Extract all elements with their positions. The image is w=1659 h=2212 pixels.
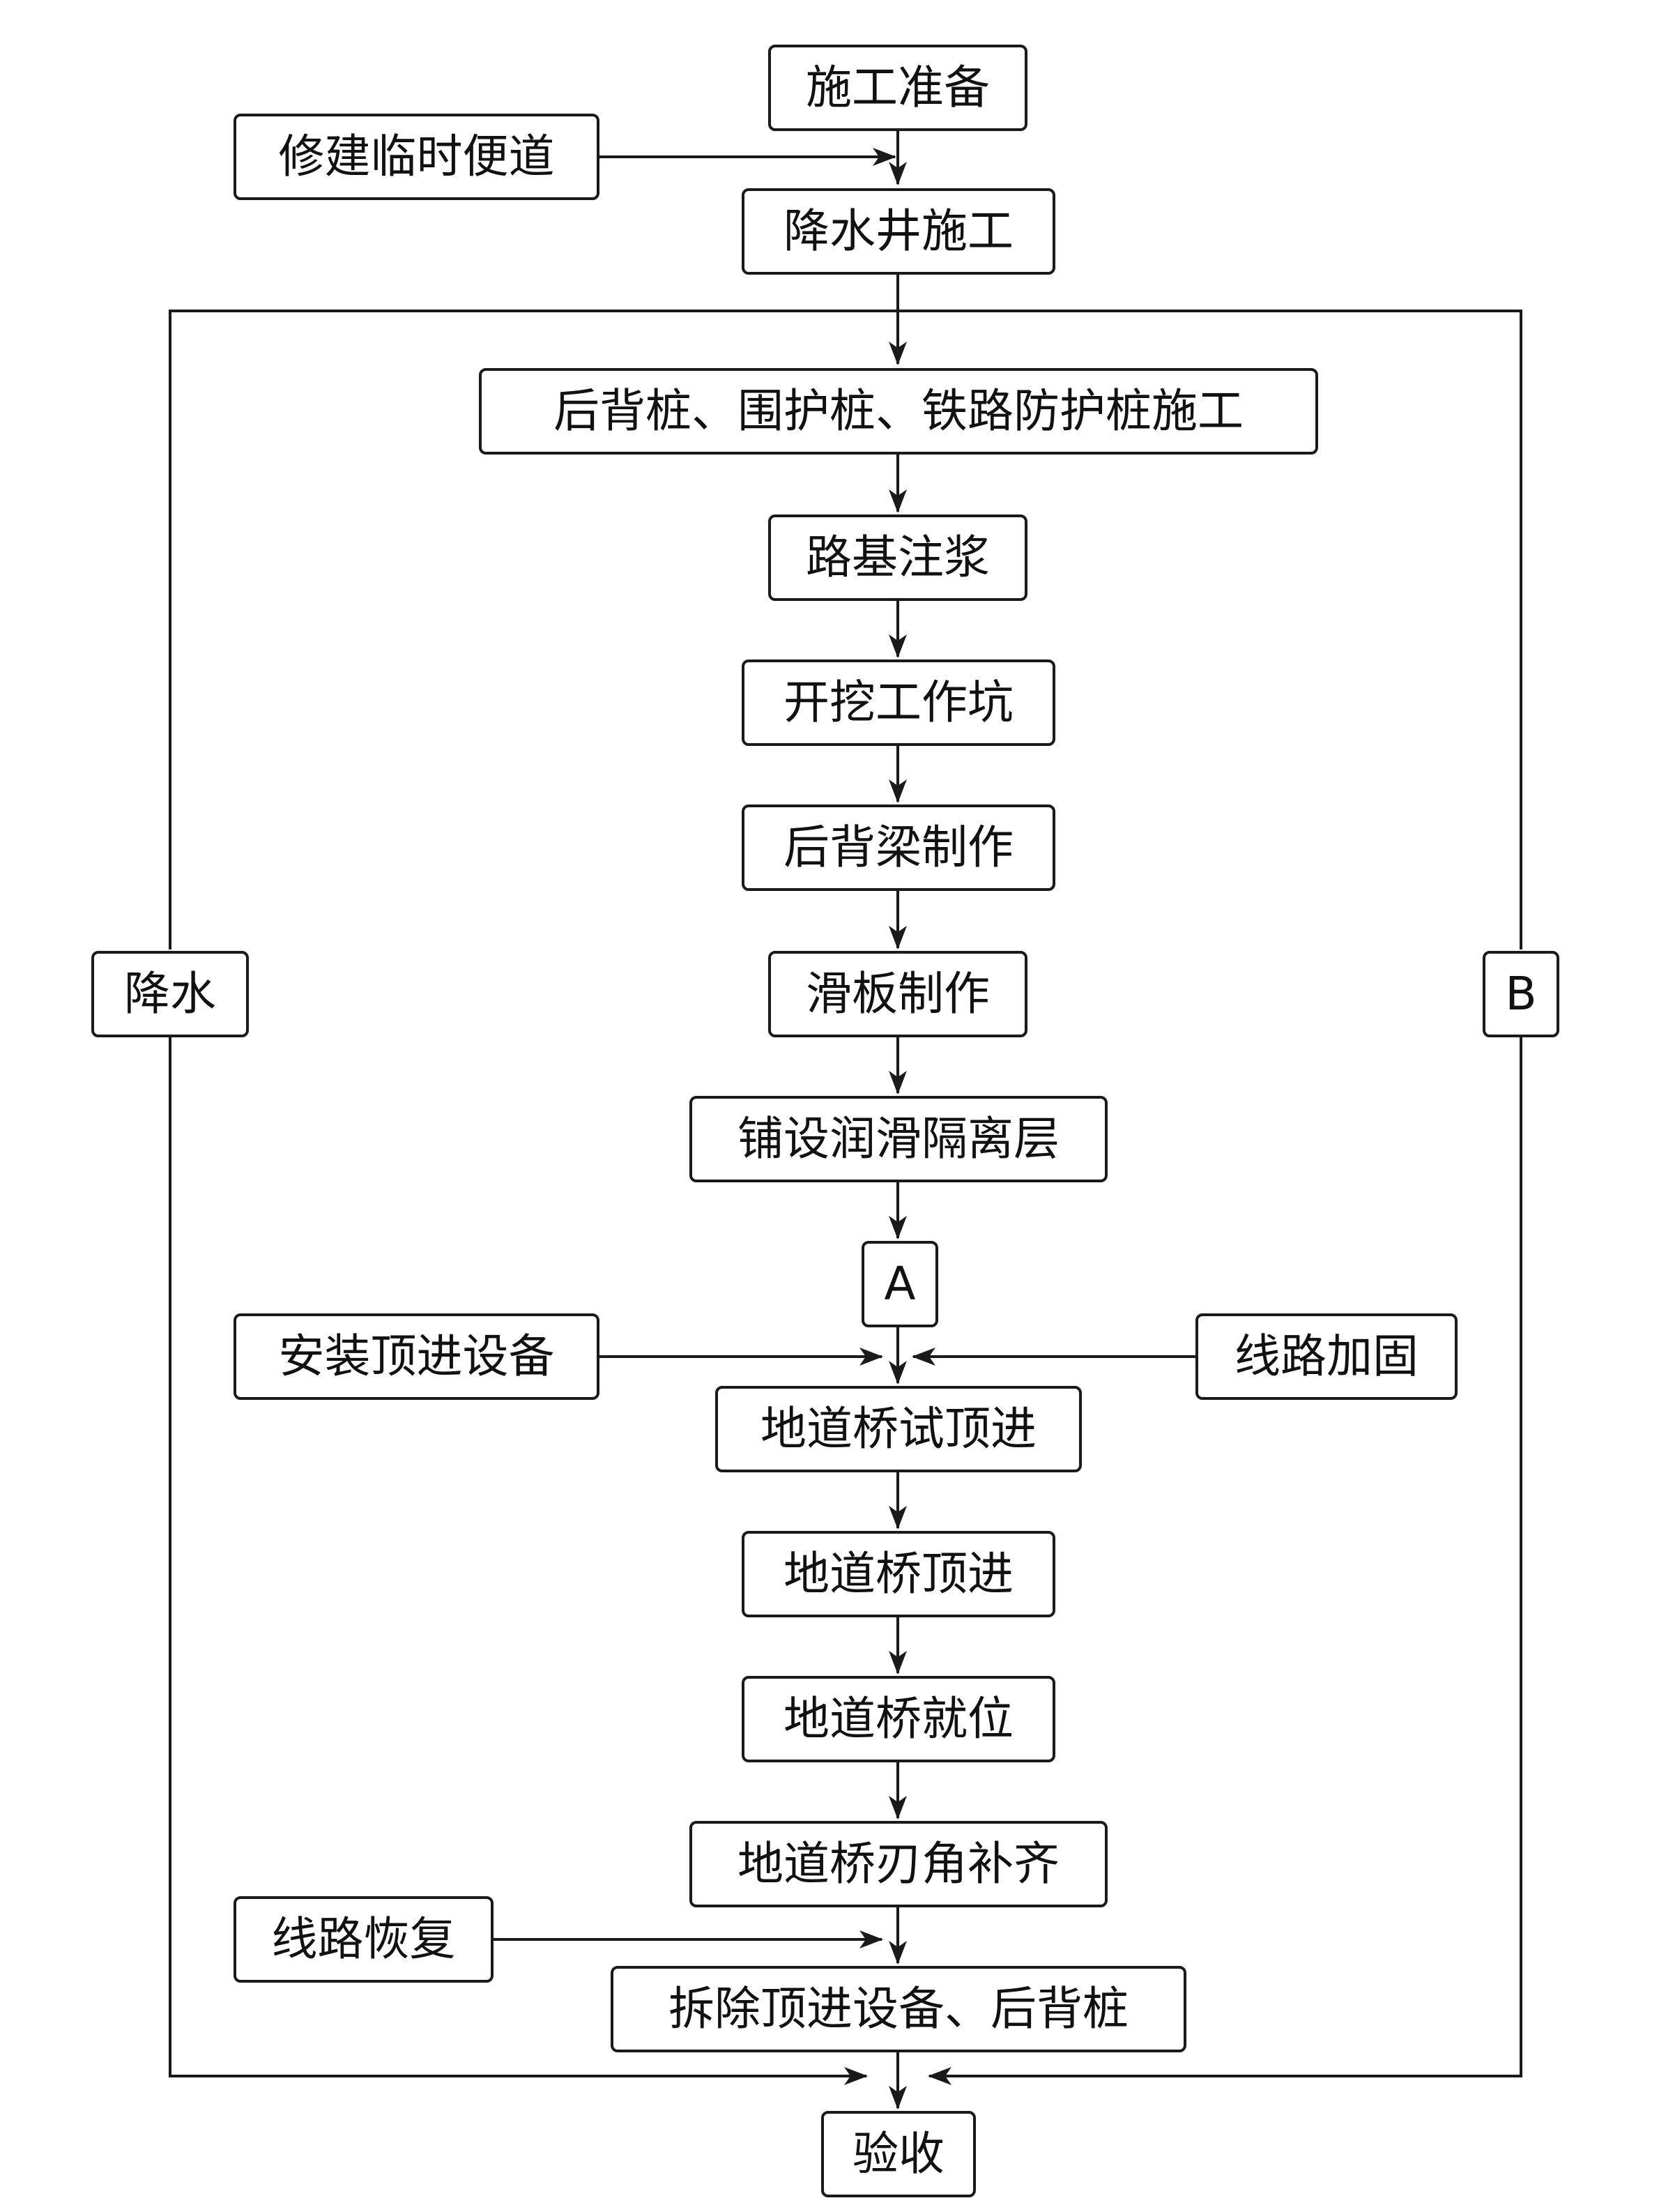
step-line-restoration-label: 线路恢复 bbox=[271, 1912, 456, 1966]
b-loop-line-lower bbox=[928, 1036, 1522, 2085]
dewatering-loop-line-lower bbox=[169, 1036, 868, 2085]
step-dismantle-label: 拆除顶进设备、后背桩 bbox=[668, 1982, 1129, 2036]
connector-a: A bbox=[862, 1241, 938, 1327]
step-isolation-layer-label: 铺设润滑隔离层 bbox=[737, 1112, 1060, 1166]
step-line-reinforcement: 线路加固 bbox=[1195, 1313, 1458, 1400]
step-dewatering-well-label: 降水井施工 bbox=[783, 204, 1014, 258]
connector-a-label: A bbox=[884, 1257, 916, 1311]
step-blade-completion: 地道桥刃角补齐 bbox=[689, 1821, 1108, 1907]
step-pile-construction: 后背桩、围护桩、铁路防护桩施工 bbox=[479, 368, 1318, 455]
label-dewatering-text: 降水 bbox=[124, 967, 216, 1021]
label-dewatering: 降水 bbox=[91, 951, 249, 1037]
step-dewatering-well: 降水井施工 bbox=[742, 188, 1055, 275]
step-temporary-road-label: 修建临时便道 bbox=[278, 130, 555, 183]
b-loop-line bbox=[898, 310, 1522, 949]
step-pile-construction-label: 后背桩、围护桩、铁路防护桩施工 bbox=[553, 384, 1244, 438]
step-jacking-label: 地道桥顶进 bbox=[783, 1547, 1014, 1601]
step-slide-plate-label: 滑板制作 bbox=[806, 967, 990, 1021]
step-in-place-label: 地道桥就位 bbox=[783, 1692, 1014, 1746]
step-acceptance-label: 验收 bbox=[853, 2127, 945, 2181]
step-line-restoration: 线路恢复 bbox=[234, 1896, 494, 1983]
step-blade-completion-label: 地道桥刃角补齐 bbox=[737, 1837, 1060, 1891]
step-construction-prep-label: 施工准备 bbox=[806, 61, 990, 114]
dewatering-loop-line bbox=[169, 310, 898, 949]
step-line-reinforcement-label: 线路加固 bbox=[1234, 1329, 1419, 1383]
step-back-beam: 后背梁制作 bbox=[742, 804, 1055, 891]
step-install-equipment: 安装顶进设备 bbox=[234, 1313, 599, 1400]
step-isolation-layer: 铺设润滑隔离层 bbox=[689, 1096, 1108, 1182]
step-back-beam-label: 后背梁制作 bbox=[783, 821, 1014, 874]
step-subgrade-grouting: 路基注浆 bbox=[768, 514, 1027, 601]
step-trial-jacking-label: 地道桥试顶进 bbox=[760, 1402, 1037, 1456]
label-b: B bbox=[1483, 951, 1559, 1037]
step-trial-jacking: 地道桥试顶进 bbox=[715, 1386, 1082, 1472]
step-construction-prep: 施工准备 bbox=[768, 45, 1027, 131]
step-acceptance: 验收 bbox=[821, 2111, 976, 2197]
step-temporary-road: 修建临时便道 bbox=[234, 114, 599, 200]
step-excavate-pit-label: 开挖工作坑 bbox=[783, 676, 1014, 729]
label-b-text: B bbox=[1505, 967, 1537, 1021]
step-dismantle: 拆除顶进设备、后背桩 bbox=[611, 1966, 1186, 2052]
step-excavate-pit: 开挖工作坑 bbox=[742, 659, 1055, 746]
step-subgrade-grouting-label: 路基注浆 bbox=[806, 531, 990, 584]
step-in-place: 地道桥就位 bbox=[742, 1676, 1055, 1762]
step-install-equipment-label: 安装顶进设备 bbox=[278, 1329, 555, 1383]
step-slide-plate: 滑板制作 bbox=[768, 951, 1027, 1037]
step-jacking: 地道桥顶进 bbox=[742, 1531, 1055, 1617]
